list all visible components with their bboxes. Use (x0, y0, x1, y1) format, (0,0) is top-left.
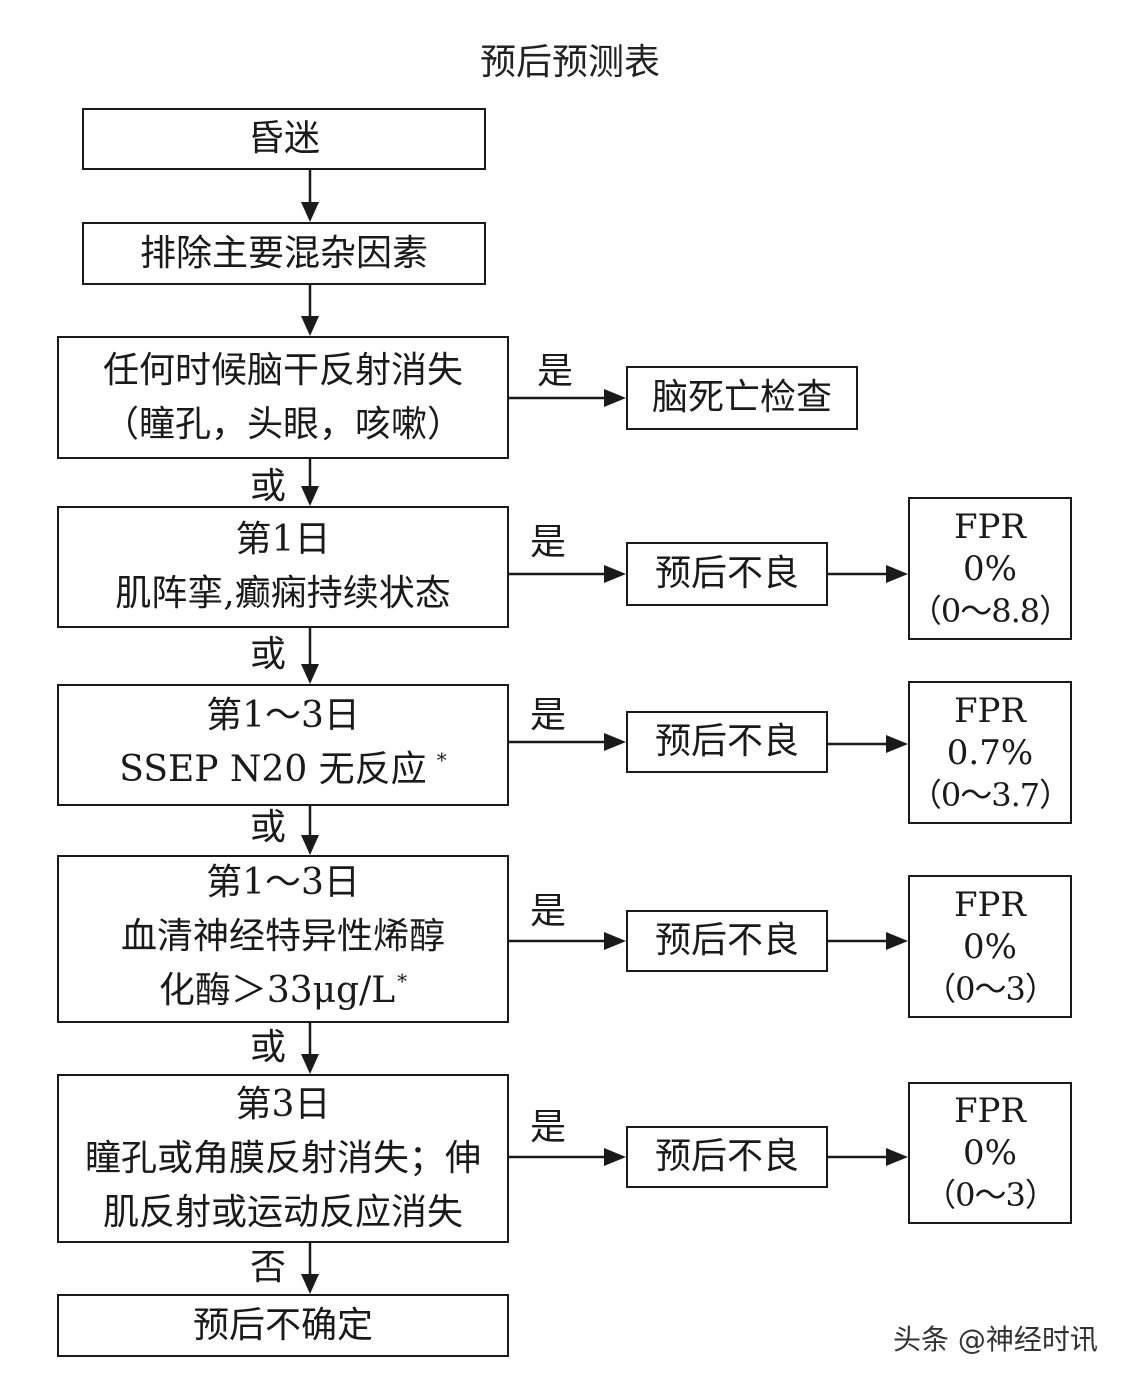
diagram-title: 预后预测表 (479, 42, 660, 83)
footnote-mark: * (397, 969, 408, 993)
criterion-line: 血清神经特异性烯醇 (120, 916, 445, 957)
box-criterion-day3-reflexes: 第3日 瞳孔或角膜反射消失；伸 肌反射或运动反应消失 (57, 1074, 509, 1243)
box-criterion-brainstem-reflex: 任何时候脑干反射消失 （瞳孔，头眼，咳嗽） (57, 336, 509, 459)
arrowhead (604, 389, 626, 407)
connector-label-no: 否 (249, 1247, 286, 1288)
criterion-line: 化酶＞33μg/L* (159, 964, 407, 1022)
arrow-criterion-5-to-outcome (509, 1148, 626, 1166)
box-poor-prognosis: 预后不良 (626, 542, 828, 606)
arrow-criterion-5-to-final (301, 1243, 319, 1294)
fpr-value: 0% (963, 926, 1017, 967)
criterion-line: 任何时候脑干反射消失 (102, 349, 463, 391)
box-criterion-nse: 第1～3日 血清神经特异性烯醇 化酶＞33μg/L* (57, 855, 509, 1023)
box-criterion-day1-myoclonus: 第1日 肌阵挛,癫痫持续状态 (57, 506, 509, 628)
criterion-line: 肌阵挛,癫痫持续状态 (115, 573, 451, 614)
box-fpr: FPR 0% （0～3） (908, 1082, 1072, 1224)
fpr-confidence-interval: （0～3） (924, 969, 1057, 1008)
arrow-coma-to-exclude (301, 170, 319, 222)
arrow-criterion-1-to-2 (301, 459, 319, 506)
arrowhead (886, 565, 908, 583)
outcome-text: 预后不良 (654, 721, 799, 762)
box-coma: 昏迷 (82, 108, 486, 170)
box-fpr: FPR 0% （0～8.8） (908, 497, 1072, 640)
arrowhead (301, 486, 319, 506)
arrowhead (886, 932, 908, 950)
criterion-line: 第1日 (235, 519, 331, 560)
criterion-line: 第1～3日 (206, 695, 360, 736)
fpr-value: 0% (963, 548, 1017, 589)
arrowhead (604, 932, 626, 950)
connector-label-or: 或 (249, 466, 286, 507)
box-coma-text: 昏迷 (247, 118, 320, 159)
branch-label-yes: 是 (536, 351, 573, 392)
fpr-value: 0.7% (946, 732, 1034, 773)
box-fpr: FPR 0.7% （0～3.7） (908, 681, 1072, 824)
criterion-line-text: SSEP N20 无反应 (119, 749, 427, 790)
criterion-line: 第3日 (235, 1083, 331, 1125)
arrowhead (886, 1148, 908, 1166)
arrowhead (604, 1148, 626, 1166)
fpr-label: FPR (953, 690, 1027, 731)
box-fpr: FPR 0% （0～3） (908, 875, 1072, 1018)
criterion-line: 肌反射或运动反应消失 (102, 1191, 463, 1233)
fpr-label: FPR (953, 506, 1027, 547)
fpr-label: FPR (953, 1091, 1027, 1131)
branch-label-yes: 是 (529, 695, 566, 736)
criterion-line-text: 化酶＞33μg/L (158, 970, 396, 1011)
arrow-criterion-4-to-5 (301, 1023, 319, 1074)
branch-label-yes: 是 (529, 1107, 566, 1148)
arrowhead (604, 565, 626, 583)
arrow-criterion-2-to-outcome (509, 565, 626, 583)
box-exclude-text: 排除主要混杂因素 (139, 232, 428, 274)
fpr-confidence-interval: （0～3） (924, 1176, 1057, 1214)
arrow-outcome-4-to-fpr (828, 932, 908, 950)
outcome-text: 预后不良 (654, 553, 799, 594)
arrowhead (301, 835, 319, 855)
fpr-label: FPR (953, 884, 1027, 925)
arrowhead (886, 735, 908, 753)
criterion-line: 瞳孔或角膜反射消失；伸 (84, 1137, 481, 1179)
criterion-line: 第1～3日 (206, 862, 360, 903)
box-poor-prognosis: 预后不良 (626, 711, 828, 773)
arrowhead (301, 202, 319, 222)
box-prognosis-uncertain: 预后不确定 (57, 1294, 509, 1357)
outcome-text: 预后不良 (654, 1136, 799, 1177)
criterion-line: （瞳孔，头眼，咳嗽） (102, 403, 463, 445)
connector-label-or: 或 (249, 1027, 286, 1068)
arrow-outcome-2-to-fpr (828, 565, 908, 583)
outcome-text: 预后不良 (654, 920, 799, 961)
arrow-outcome-3-to-fpr (828, 735, 908, 753)
box-brain-death-test: 脑死亡检查 (626, 366, 858, 430)
arrowhead (301, 664, 319, 684)
box-poor-prognosis: 预后不良 (626, 1126, 828, 1188)
watermark: 头条 @神经时讯 (893, 1323, 1098, 1356)
arrow-exclude-to-criterion-1 (301, 285, 319, 336)
arrowhead (301, 1274, 319, 1294)
box-exclude-confounders: 排除主要混杂因素 (82, 222, 486, 285)
arrowhead (604, 733, 626, 751)
branch-label-yes: 是 (529, 891, 566, 932)
footnote-mark: * (436, 748, 447, 772)
box-poor-prognosis: 预后不良 (626, 910, 828, 972)
arrow-outcome-5-to-fpr (828, 1148, 908, 1166)
arrowhead (301, 1054, 319, 1074)
criterion-line: SSEP N20 无反应 * (119, 743, 446, 801)
connector-label-or: 或 (249, 807, 286, 848)
arrow-criterion-2-to-3 (301, 628, 319, 684)
connector-label-or: 或 (249, 634, 286, 675)
fpr-value: 0% (963, 1133, 1017, 1173)
fpr-confidence-interval: （0～3.7） (909, 775, 1071, 814)
arrowhead (301, 316, 319, 336)
arrow-criterion-4-to-outcome (509, 932, 626, 950)
branch-label-yes: 是 (529, 522, 566, 563)
outcome-text: 脑死亡检查 (651, 377, 832, 418)
box-final-text: 预后不确定 (192, 1304, 373, 1346)
arrow-criterion-3-to-4 (301, 806, 319, 855)
box-criterion-ssep: 第1～3日 SSEP N20 无反应 * (57, 684, 509, 806)
fpr-confidence-interval: （0～8.8） (909, 591, 1071, 630)
